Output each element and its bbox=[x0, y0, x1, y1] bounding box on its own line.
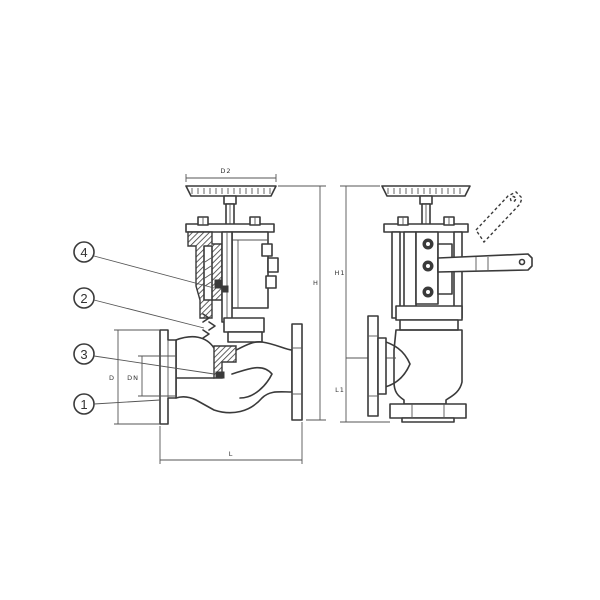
callout-4: 4 bbox=[73, 241, 215, 289]
callouts: 4 2 3 1 bbox=[73, 241, 215, 415]
handwheel-left bbox=[185, 185, 277, 205]
svg-text:4: 4 bbox=[80, 245, 87, 260]
lever-handle-alt-position bbox=[475, 191, 523, 244]
dimensions-left: D2 H D DN L bbox=[109, 167, 326, 464]
dim-label-h1: H1 bbox=[334, 269, 345, 277]
dim-label-l: L bbox=[229, 450, 234, 458]
inlet-flange-left bbox=[156, 329, 177, 425]
outlet-flange-left bbox=[291, 323, 303, 421]
right-view: H1 L1 bbox=[334, 185, 533, 423]
callout-3: 3 bbox=[73, 343, 215, 375]
dim-label-dn: DN bbox=[127, 374, 139, 382]
callout-2: 2 bbox=[73, 287, 205, 329]
dim-label-d: D bbox=[109, 374, 115, 382]
valve-body-right bbox=[346, 329, 463, 405]
lever-handle bbox=[437, 253, 533, 273]
bottom-flange-right bbox=[389, 403, 467, 423]
bonnet-right bbox=[391, 231, 463, 331]
svg-text:3: 3 bbox=[80, 347, 87, 362]
dim-label-d2: D2 bbox=[220, 167, 231, 175]
left-view: D2 H D DN L 4 bbox=[73, 167, 326, 464]
callout-1: 1 bbox=[73, 393, 161, 415]
svg-text:2: 2 bbox=[80, 291, 87, 306]
dimensions-right: H1 L1 bbox=[334, 185, 390, 423]
valve-body-left bbox=[175, 335, 293, 414]
dim-label-l1: L1 bbox=[335, 386, 345, 394]
side-flange-right bbox=[367, 315, 387, 417]
handwheel-right bbox=[381, 185, 471, 231]
svg-text:1: 1 bbox=[80, 397, 87, 412]
bonnet-left bbox=[187, 231, 279, 343]
dim-label-h: H bbox=[313, 279, 319, 287]
